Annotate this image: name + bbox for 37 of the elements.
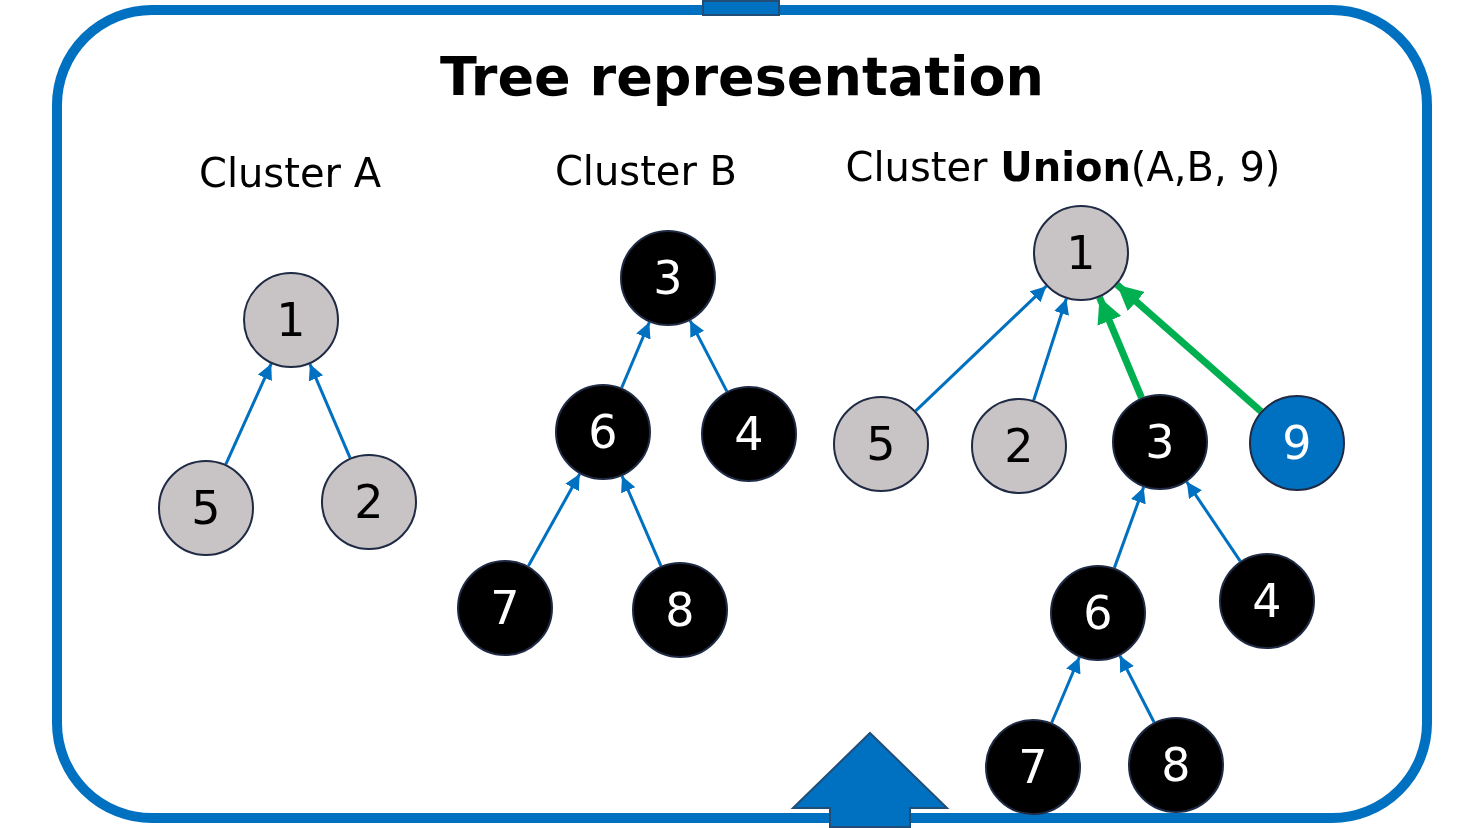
tree-node-circle: 2 (321, 454, 417, 550)
arrow (1114, 282, 1264, 414)
cluster-heading: Cluster Union(A,B, 9) (845, 144, 1281, 190)
arrow (914, 285, 1048, 412)
tree-node-circle: 4 (701, 386, 797, 482)
tree-node-circle: 9 (1249, 395, 1345, 491)
tree-node-circle: 7 (985, 719, 1081, 815)
arrow (620, 475, 663, 567)
arrow (224, 363, 273, 465)
arrow (620, 321, 651, 389)
arrow (1050, 656, 1081, 724)
rounded-panel (52, 5, 1432, 823)
cluster-heading: Cluster A (198, 150, 382, 196)
tree-node-circle: 8 (1128, 717, 1224, 813)
tree-node-circle: 6 (555, 384, 651, 480)
arrow (1096, 295, 1145, 400)
arrow (308, 363, 352, 459)
panel-title: Tree representation (439, 45, 1045, 108)
arrow (1032, 298, 1069, 401)
arrow (1112, 486, 1146, 569)
tree-node-circle: 7 (457, 560, 553, 656)
tree-node-circle: 5 (833, 396, 929, 492)
tree-node-circle: 1 (1033, 205, 1129, 301)
tree-node-circle: 3 (1112, 394, 1208, 490)
connector-tab (702, 0, 780, 16)
cluster-heading: Cluster B (554, 148, 738, 194)
tree-node-circle: 2 (971, 398, 1067, 494)
tree-node-circle: 8 (632, 562, 728, 658)
tree-node-circle: 6 (1050, 565, 1146, 661)
arrow (1185, 481, 1242, 562)
tree-node-circle: 4 (1219, 553, 1315, 649)
tree-node-circle: 3 (620, 230, 716, 326)
tree-node-circle: 1 (243, 272, 339, 368)
tree-node-circle: 5 (158, 460, 254, 556)
arrow (688, 319, 729, 393)
arrow (1118, 655, 1156, 723)
arrow (527, 473, 581, 567)
